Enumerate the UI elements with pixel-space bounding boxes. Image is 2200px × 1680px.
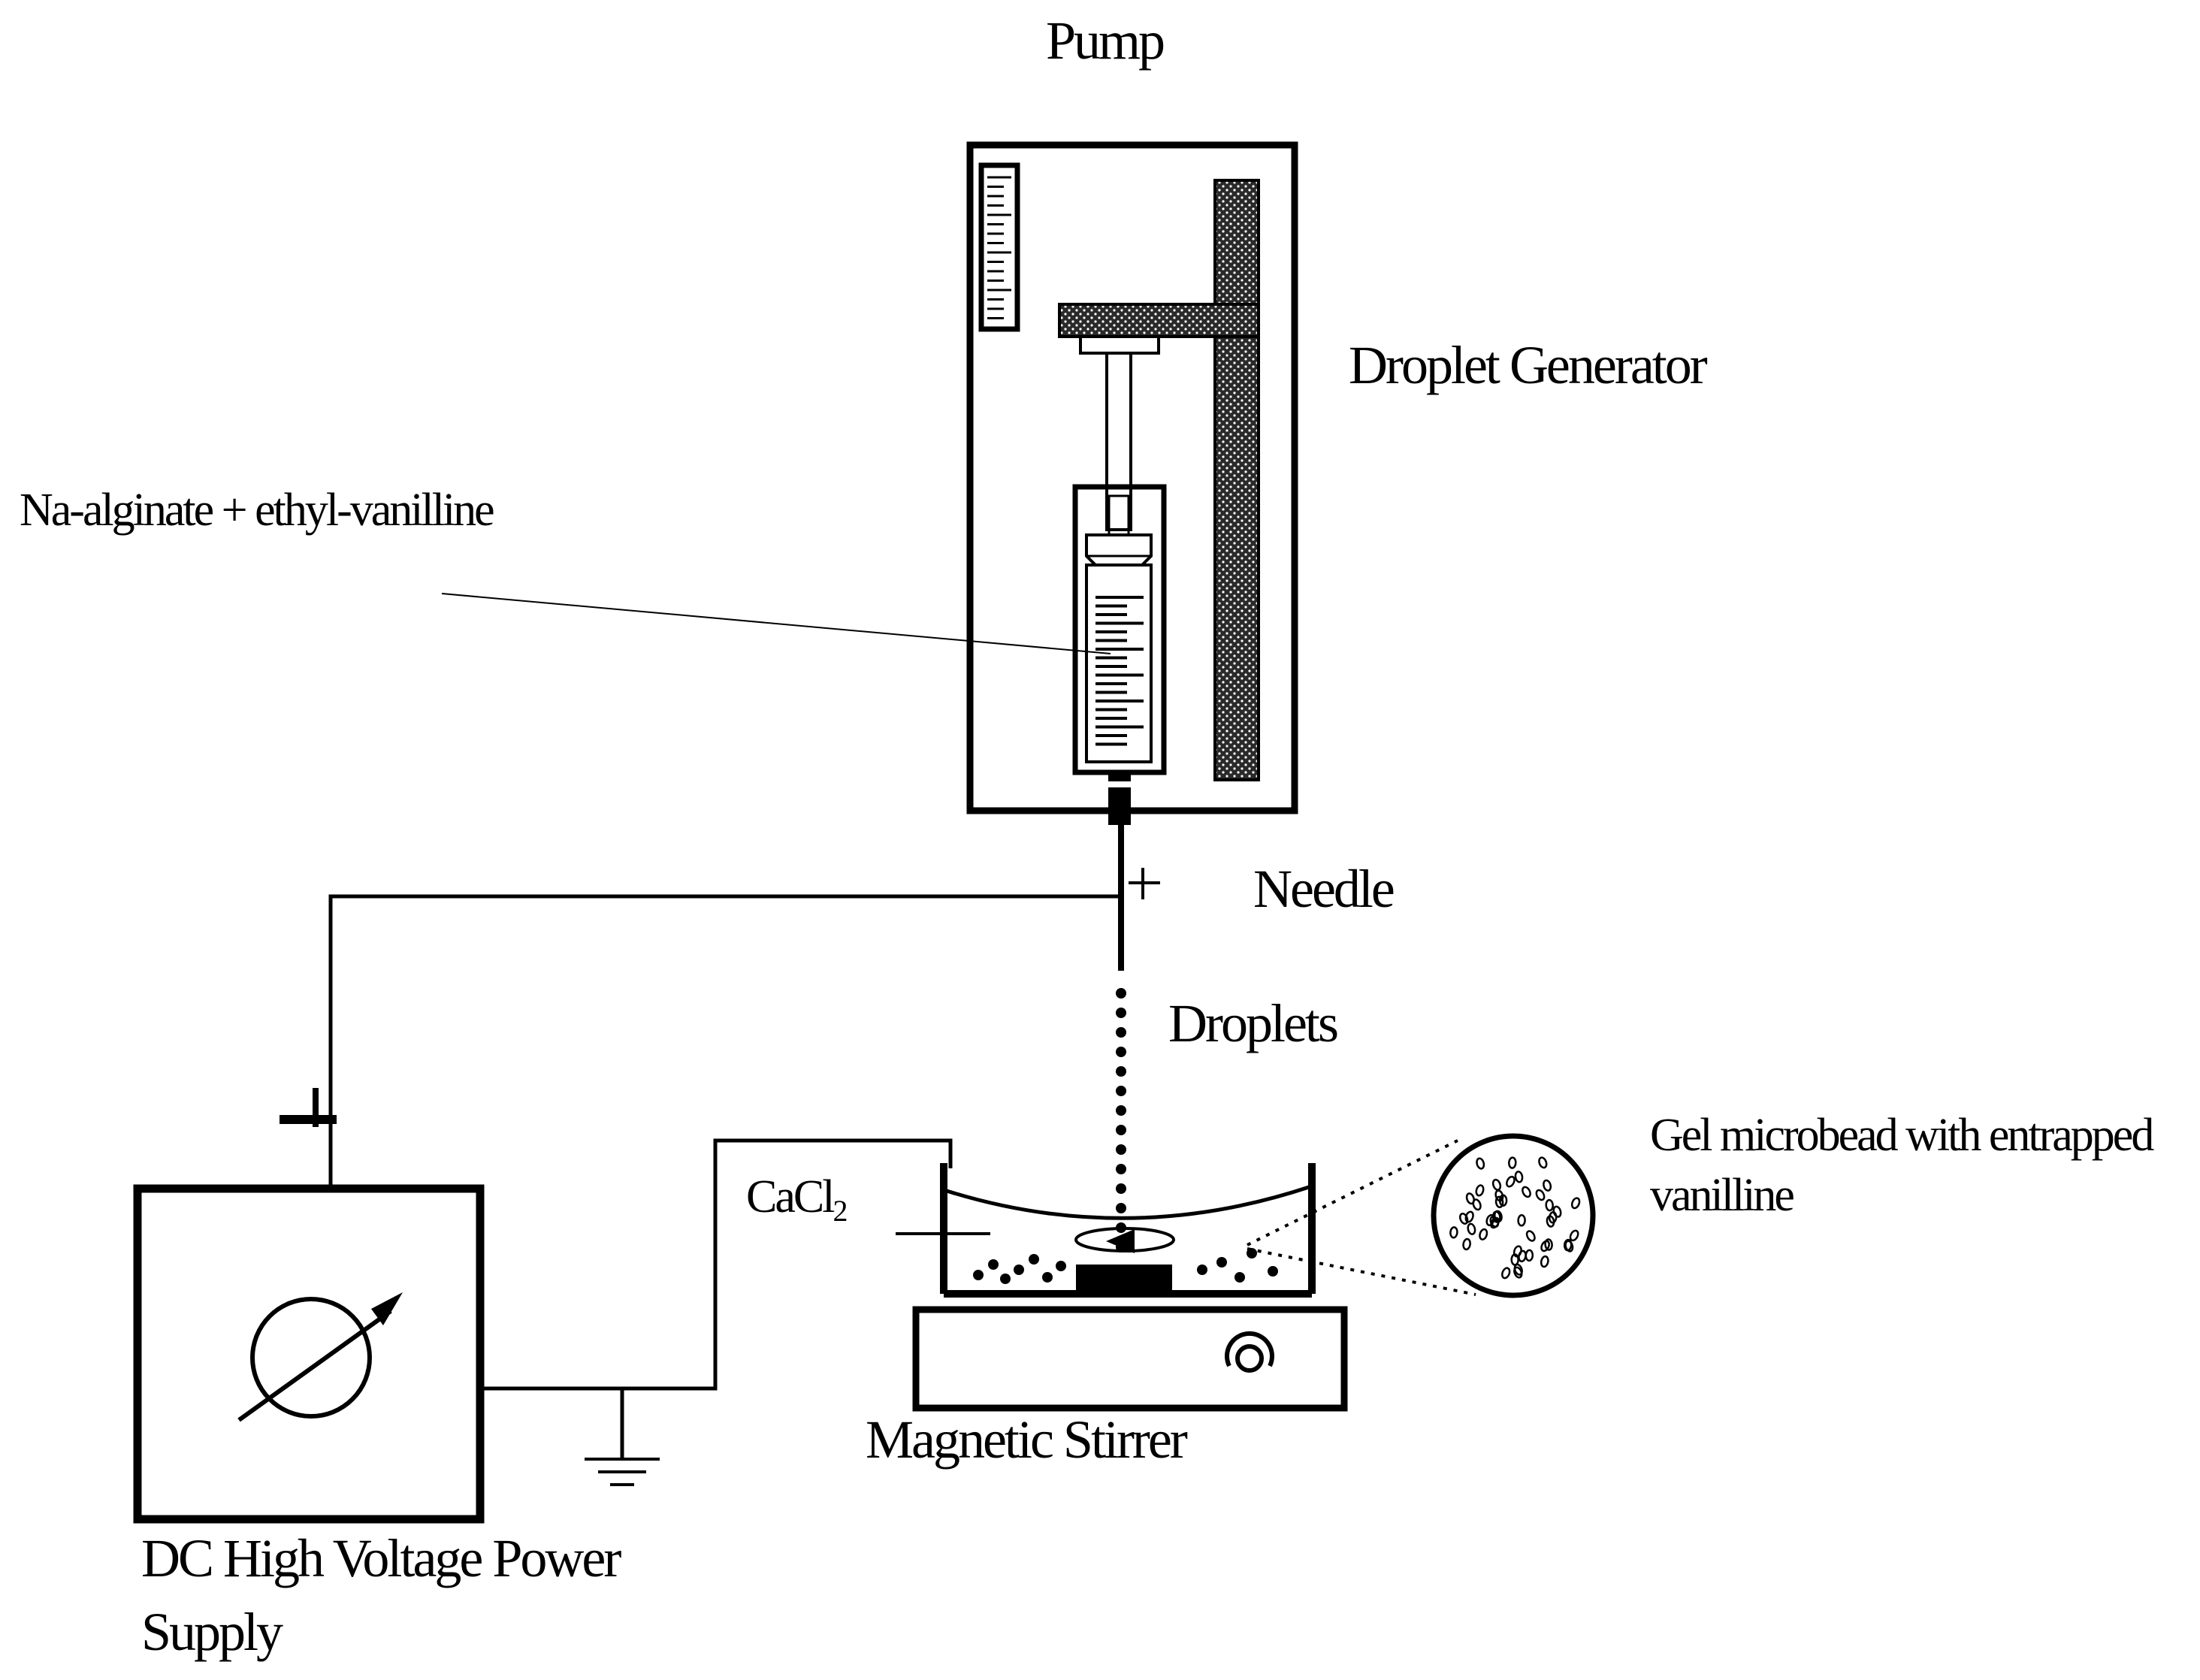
power-supply-label-line2: Supply xyxy=(141,1602,283,1662)
entrapped-vanilline xyxy=(1522,1186,1531,1198)
syringe-stand xyxy=(1058,179,1260,781)
droplet-stream xyxy=(1116,988,1126,1252)
droplet xyxy=(1116,1105,1126,1116)
cacl2-label: CaCl2 xyxy=(746,1174,848,1226)
droplet xyxy=(1116,1125,1126,1135)
droplet xyxy=(1116,1203,1126,1213)
gel-bead xyxy=(1268,1266,1278,1277)
entrapped-vanilline xyxy=(1508,1156,1517,1169)
gel-bead xyxy=(988,1259,999,1270)
ground-wire xyxy=(480,1138,953,1459)
entrapped-vanilline xyxy=(1513,1266,1523,1279)
entrapped-vanilline xyxy=(1564,1240,1574,1252)
stir-bar xyxy=(1074,1227,1175,1292)
entrapped-vanilline xyxy=(1545,1198,1554,1212)
entrapped-vanilline xyxy=(1540,1255,1549,1268)
gel-bead xyxy=(1000,1274,1011,1284)
entrapped-vanilline xyxy=(1525,1230,1536,1242)
entrapped-vanilline xyxy=(1569,1229,1579,1242)
beaker xyxy=(940,1163,1316,1298)
entrapped-vanilline xyxy=(1512,1245,1522,1258)
microbead-magnified xyxy=(1431,1133,1596,1298)
entrapped-vanilline xyxy=(1540,1240,1550,1252)
entrapped-vanilline xyxy=(1517,1214,1526,1227)
entrapped-vanilline xyxy=(1462,1237,1471,1251)
entrapped-vanilline xyxy=(1476,1157,1485,1170)
pump-housing xyxy=(966,141,1298,814)
entrapped-vanilline xyxy=(1514,1171,1524,1183)
entrapped-vanilline xyxy=(1490,1216,1500,1229)
microbead-label-line1: Gel microbead with entrapped xyxy=(1650,1110,2154,1161)
droplet xyxy=(1116,1008,1126,1018)
entrapped-vanilline xyxy=(1479,1228,1488,1240)
magnetic-stirrer-base xyxy=(912,1306,1348,1412)
droplet xyxy=(1116,988,1126,999)
droplet xyxy=(1116,1047,1126,1057)
meter-icon xyxy=(237,1292,403,1422)
entrapped-vanilline xyxy=(1467,1222,1476,1235)
gel-bead xyxy=(973,1270,984,1280)
entrapped-vanilline xyxy=(1538,1156,1548,1169)
positive-wire xyxy=(328,894,1121,1189)
gel-bead xyxy=(1042,1272,1053,1283)
pump-scale xyxy=(978,162,1020,332)
cacl2-main: CaCl xyxy=(746,1171,835,1222)
gel-bead xyxy=(1029,1254,1039,1265)
supply-plus-sign xyxy=(280,1088,337,1127)
solution-label: Na-alginate + ethyl-vanilline xyxy=(20,485,495,536)
entrapped-vanilline xyxy=(1494,1189,1504,1202)
needle-label: Needle xyxy=(1253,859,1395,919)
entrapped-vanilline xyxy=(1544,1238,1553,1251)
entrapped-vanilline xyxy=(1485,1213,1495,1227)
power-supply-box xyxy=(133,1184,485,1524)
entrapped-vanilline xyxy=(1501,1267,1511,1280)
entrapped-vanilline xyxy=(1475,1184,1485,1197)
entrapped-vanilline xyxy=(1506,1175,1516,1188)
droplet xyxy=(1116,1144,1126,1155)
syringe xyxy=(1072,335,1167,825)
droplet xyxy=(1116,1164,1126,1174)
ground-icon xyxy=(585,1458,660,1486)
entrapped-vanilline xyxy=(1570,1197,1581,1210)
entrapped-vanilline xyxy=(1543,1179,1552,1192)
droplet xyxy=(1116,1086,1126,1096)
settled-beads xyxy=(973,1248,1278,1284)
droplets-label: Droplets xyxy=(1168,993,1339,1053)
droplet-generator-label: Droplet Generator xyxy=(1349,335,1708,395)
zoom-lines xyxy=(1247,1139,1476,1296)
entrapped-vanilline xyxy=(1548,1211,1558,1224)
entrapped-vanilline xyxy=(1491,1210,1501,1223)
gel-bead xyxy=(1056,1261,1066,1271)
entrapped-vanilline xyxy=(1464,1210,1474,1223)
entrapped-vanilline xyxy=(1465,1192,1475,1205)
cacl2-subscript: 2 xyxy=(833,1194,848,1228)
droplet xyxy=(1116,1066,1126,1077)
entrapped-vanilline xyxy=(1472,1198,1482,1211)
droplet xyxy=(1116,1027,1126,1038)
entrapped-vanilline xyxy=(1458,1213,1469,1225)
gel-bead xyxy=(1216,1257,1227,1268)
pump-label: Pump xyxy=(1046,11,1165,71)
magnetic-stirrer-label: Magnetic Stirrer xyxy=(866,1410,1188,1470)
needle-plus-sign xyxy=(1129,868,1160,899)
entrapped-vanilline xyxy=(1494,1195,1504,1209)
droplet xyxy=(1116,1183,1126,1194)
gel-bead xyxy=(1197,1265,1207,1275)
entrapped-vanilline xyxy=(1535,1189,1546,1201)
power-supply-label-line1: DC High Voltage Power xyxy=(141,1528,621,1588)
gel-bead xyxy=(1234,1272,1245,1283)
microbead-label-line2: vanilline xyxy=(1650,1170,1795,1221)
gel-bead xyxy=(1014,1265,1024,1275)
entrapped-vanilline xyxy=(1449,1226,1458,1239)
